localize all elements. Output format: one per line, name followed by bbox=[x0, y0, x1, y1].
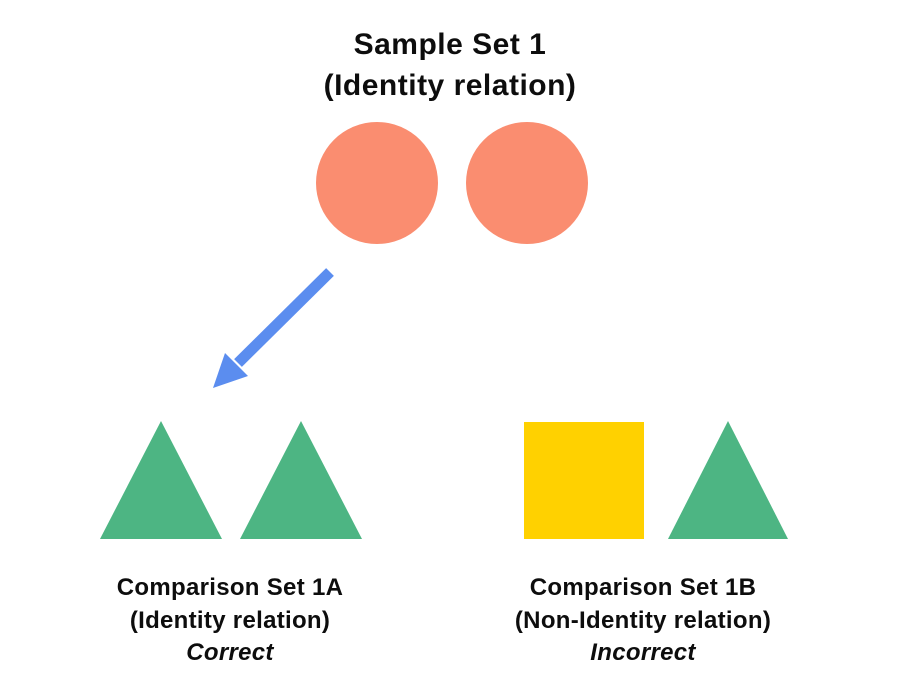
comparison-a-relation: (Identity relation) bbox=[129, 606, 331, 634]
comparison-a-triangle-1 bbox=[100, 421, 222, 539]
sample-circle-1 bbox=[316, 122, 438, 244]
comparison-b-title: Comparison Set 1B bbox=[529, 574, 757, 601]
sample-set-title: Sample Set 1 (Identity relation) bbox=[0, 24, 900, 107]
comparison-b-triangle bbox=[668, 421, 788, 539]
comparison-a-triangle-2 bbox=[240, 421, 362, 539]
sample-set-title-line1: Sample Set 1 bbox=[353, 28, 547, 61]
arrow-down-left-icon bbox=[213, 268, 334, 388]
sample-circle-2 bbox=[466, 122, 588, 244]
comparison-a-title: Comparison Set 1A bbox=[116, 574, 344, 601]
comparison-b-square bbox=[524, 422, 644, 539]
sample-set-title-line2: (Identity relation) bbox=[323, 69, 577, 103]
comparison-a-verdict: Correct bbox=[186, 639, 274, 667]
comparison-a-caption: Comparison Set 1A (Identity relation) Co… bbox=[70, 572, 390, 670]
comparison-b-caption: Comparison Set 1B (Non-Identity relation… bbox=[468, 572, 818, 670]
comparison-b-verdict: Incorrect bbox=[590, 639, 696, 667]
arrow-head bbox=[213, 353, 248, 388]
comparison-b-relation: (Non-Identity relation) bbox=[514, 606, 772, 634]
arrow-shaft bbox=[234, 268, 334, 367]
